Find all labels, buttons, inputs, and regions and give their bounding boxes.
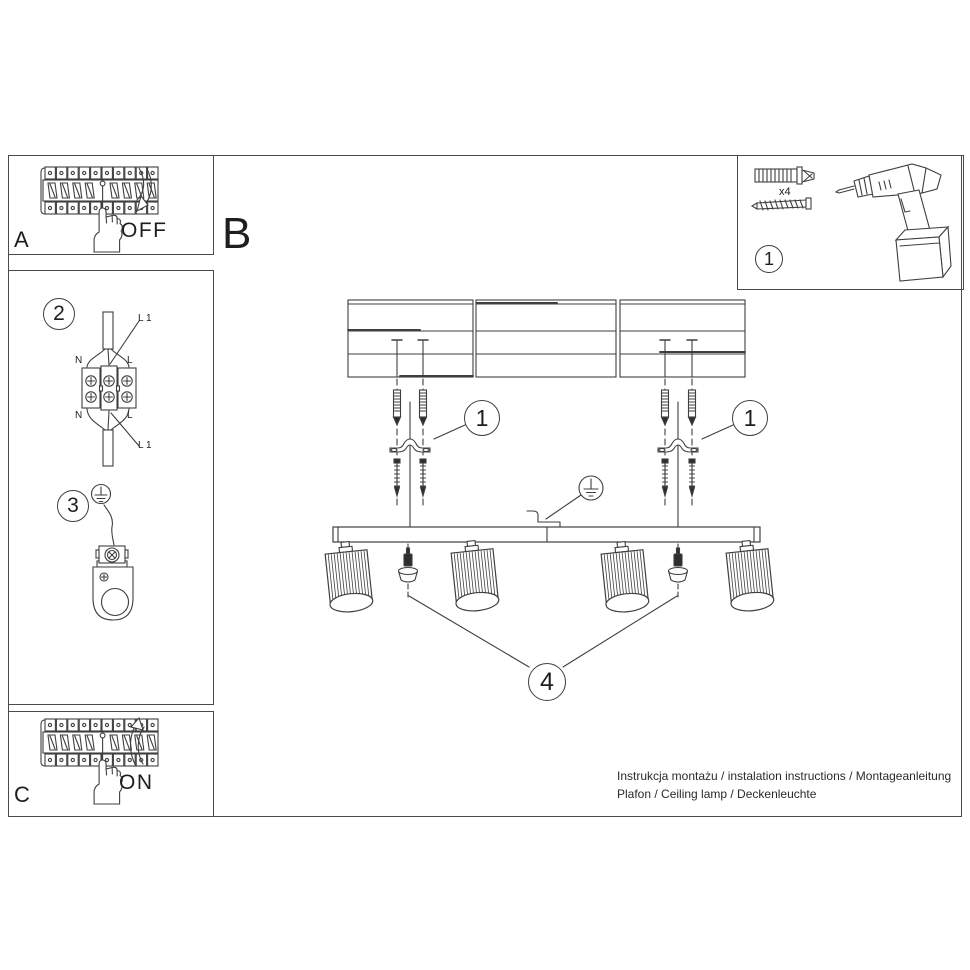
wire-n-top-label: N [75,355,83,366]
wire-n-bottom-label: N [75,410,83,421]
drill-icon [834,163,952,282]
mounting-bracket-icon [389,438,699,453]
wire-l-bottom-label: L [127,410,133,421]
leader-lines-4 [408,595,678,668]
step-a-label: A [14,227,29,252]
wire-l-top-label: L [127,355,133,366]
spotlight-icon [323,538,776,615]
step-c-box [8,711,214,817]
step-a-box [8,155,214,255]
terminal-block-icon [81,311,140,467]
wire-l1-bottom-label: L 1 [138,440,152,451]
screws-badge: 4 [528,663,566,701]
wiring-panel-box [8,270,214,705]
screw-icon [750,197,812,211]
wiring-step-badge: 2 [43,298,75,330]
arrow-down-icon [136,166,152,213]
wall-plug-icon [392,389,697,426]
footer-title-line1: Instrukcja montażu / instalation instruc… [617,769,952,783]
ground-symbol-icon [526,475,604,528]
wall-plug-icon [754,166,815,185]
screw-icon [393,458,696,497]
bracket-badge-left: 1 [464,400,500,436]
tools-step-badge: 1 [755,245,783,273]
footer-title-line2: Plafon / Ceiling lamp / Deckenleuchte [617,787,817,801]
step-c-label: C [14,782,30,807]
plug-quantity-label: x4 [779,186,791,198]
on-label: ON [119,771,154,794]
off-label: OFF [121,219,168,242]
bracket-badge-right: 1 [732,400,768,436]
ground-symbol-icon [90,483,112,505]
ground-clamp-icon [92,504,134,621]
leader-lines-1 [433,424,734,440]
wire-l1-top-label: L 1 [138,313,152,324]
ground-step-badge: 3 [57,490,89,522]
step-b-label: B [222,209,252,258]
tools-box [737,155,964,290]
arrow-up-icon [129,716,145,767]
lamp-bar [332,526,761,543]
drill-marks [391,339,698,528]
ceiling-panels [347,299,746,378]
